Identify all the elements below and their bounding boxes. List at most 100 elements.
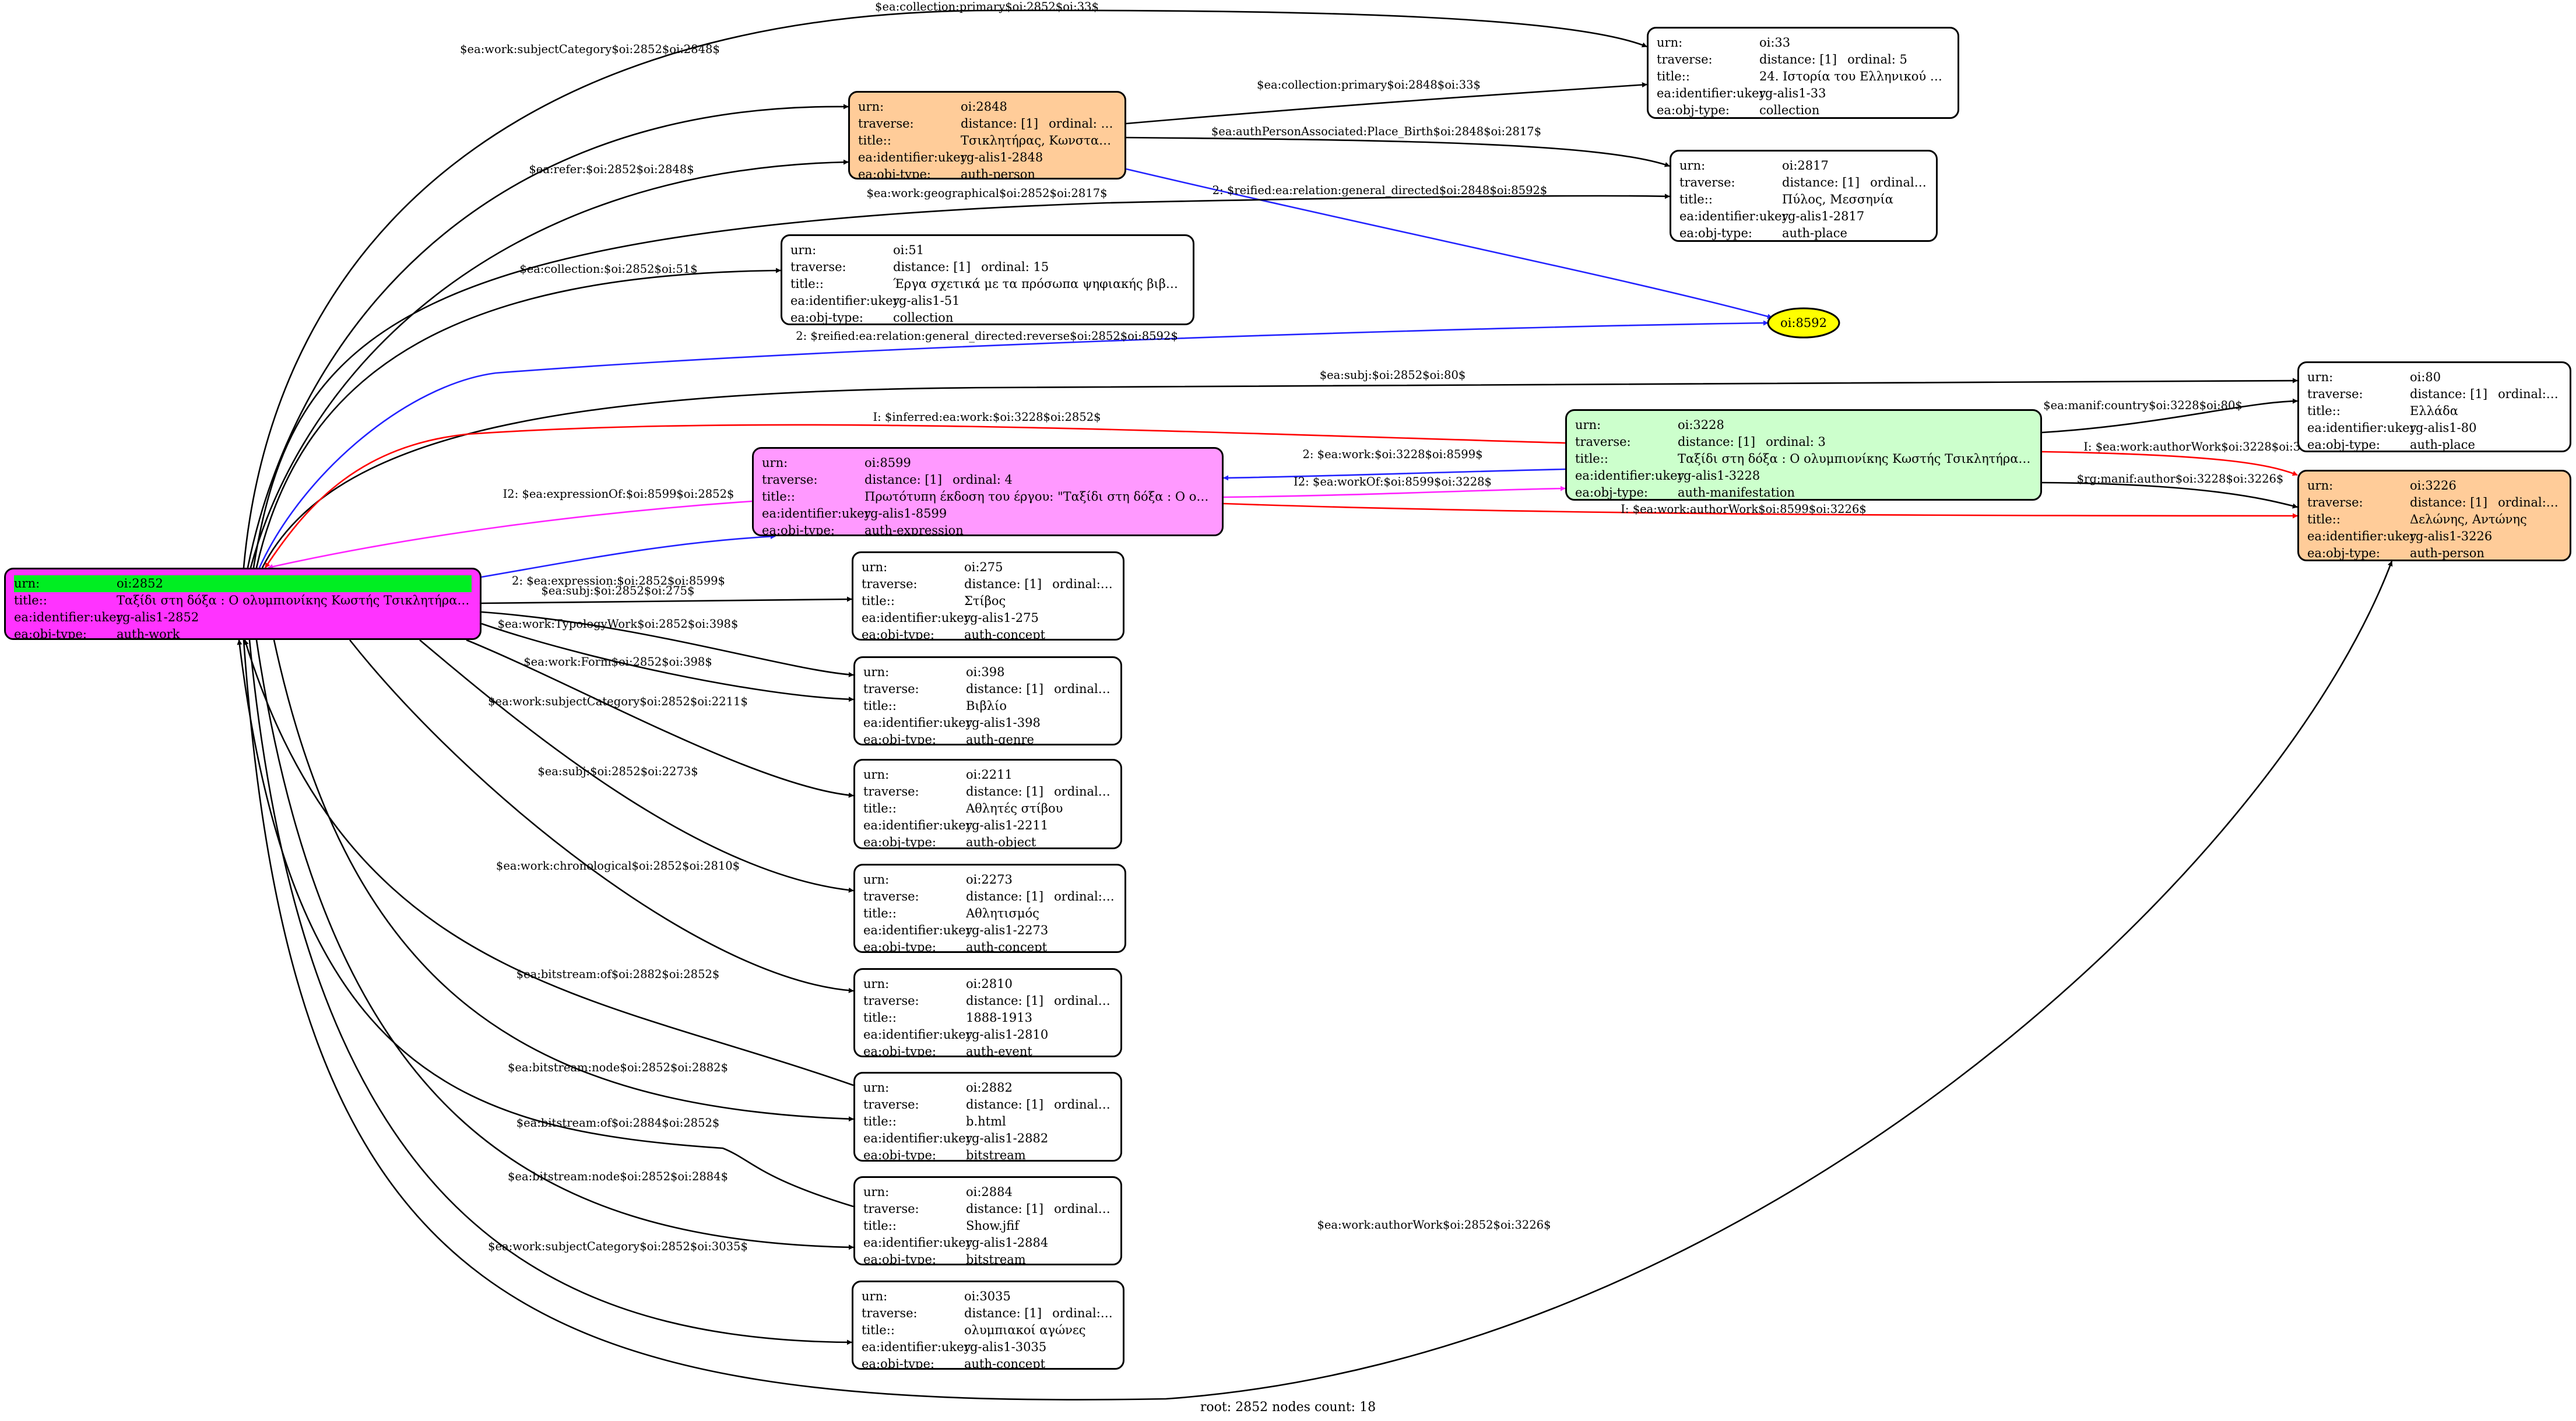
field-value: rg-alis1-2884 [966,1234,1112,1251]
field-key: ea:identifier:ukey [863,716,973,730]
field-value-text: oi:2211 [966,768,1013,782]
field-value: distance: [1]ordinal: 10 [961,115,1116,132]
node-field-row: title::ολυμπιακοί αγώνες [862,1322,1115,1339]
field-value: oi:8599 [864,455,1214,472]
node-field-row: urn:oi:2884 [863,1184,1112,1201]
edge-e31 [243,561,2393,1401]
field-value: 1888-1913 [966,1010,1112,1026]
node-field-row: traverse:distance: [1]ordinal: 2 [863,1201,1112,1218]
field-value: Ελλάδα [2410,403,2561,420]
node-field-row: title::Ελλάδα [2307,403,2561,420]
field-key: ea:identifier:ukey [762,507,871,520]
field-value: bitstream [966,1147,1112,1160]
field-ordinal: ordinal: 16 [2498,495,2561,509]
field-value: rg-alis1-3035 [964,1339,1115,1356]
field-value: collection [893,309,1185,323]
field-value: auth-genre [966,731,1112,744]
field-value: Ταξίδι στη δόξα : Ο ολυμπιονίκης Κωστής … [1678,451,2032,467]
edge-label: $ea:work:authorWork$oi:2852$oi:3226$ [1317,1218,1551,1232]
field-value: auth-expression [864,522,1214,534]
oval-node[interactable]: oi:8592 [1767,307,1840,339]
field-value: distance: [1]ordinal: 12 [966,888,1116,905]
field-value-text: rg-alis1-80 [2410,421,2477,435]
field-value-text: auth-concept [966,940,1048,953]
field-key: ea:obj-type: [790,311,863,325]
field-value: oi:3035 [964,1288,1115,1305]
field-key: traverse: [863,994,919,1008]
field-key: ea:obj-type: [2307,438,2380,452]
field-value-text: Show.jfif [966,1219,1020,1233]
field-ordinal: ordinal: 6 [1054,682,1112,696]
field-ordinal: ordinal: 4 [953,473,1013,487]
field-key: title:: [863,906,897,920]
field-key: ea:obj-type: [863,940,936,953]
field-key: title:: [1575,452,1608,466]
field-key: ea:obj-type: [762,523,835,536]
field-value: oi:2884 [966,1184,1112,1201]
field-value-text: rg-alis1-3035 [964,1340,1047,1354]
node-field-row: ea:obj-type: bitstream [863,1251,1112,1265]
edge-label: $rg:manif:author$oi:3228$oi:3226$ [2077,472,2284,486]
node-field-row: traverse:distance: [1]ordinal: 12 [863,888,1116,905]
field-key: traverse: [862,577,918,591]
edge-e12 [2041,398,2298,434]
field-value-text: auth-manifestation [1678,486,1795,500]
field-value-text: Πύλος, Μεσσηνία [1782,192,1893,206]
edge-label: $ea:work:subjectCategory$oi:2852$oi:2211… [488,695,748,708]
field-value: oi:275 [964,559,1115,576]
node-field-row: title::Αθλητισμός [863,905,1116,922]
field-value-text: Έργα σχετικά με τα πρόσωπα ψηφιακής βιβλ… [893,277,1185,291]
field-value: Βιβλίο [966,698,1112,715]
field-value: b.html [966,1113,1112,1130]
field-key: urn: [1657,36,1683,50]
node-field-row: urn:oi:8599 [762,455,1214,472]
field-key: title:: [863,1011,897,1025]
node-field-row: urn:oi:80 [2307,369,2561,386]
node-field-row: urn:oi:3226 [2307,477,2561,494]
field-key: traverse: [863,1098,919,1112]
edge-e4 [1126,82,1647,125]
field-key: ea:identifier:ukey [2307,421,2417,435]
field-value-text: bitstream [966,1253,1026,1265]
field-value: rg-alis1-2273 [966,922,1116,939]
edge-e17 [268,500,753,569]
edge-label: I2: $ea:workOf:$oi:8599$oi:3228$ [1294,475,1492,488]
field-value: distance: [1]ordinal: 16 [2410,494,2561,511]
field-value: auth-person [2410,545,2561,560]
field-key: ea:obj-type: [858,167,931,180]
node-field-row: ea:obj-type:auth-concept [862,627,1115,639]
node-field-row: title::Show.jfif [863,1218,1112,1234]
field-key: traverse: [2307,387,2363,401]
field-key: ea:obj-type: [863,1253,936,1265]
node-field-row: title::Πρωτότυπη έκδοση του έργου: "Ταξί… [762,488,1214,505]
field-value-text: auth-work [117,627,180,640]
field-key: ea:identifier:ukey [1657,86,1766,100]
field-value: distance: [1]ordinal: 4 [864,472,1214,488]
edge-label: $ea:bitstream:node$oi:2852$oi:2882$ [508,1061,728,1074]
field-value-text: distance: [1] [966,994,1044,1008]
edge-label: I: $ea:work:authorWork$oi:3228$oi:3226$ [2083,440,2329,453]
field-key: title:: [858,133,891,147]
field-value-text: distance: [1] [966,889,1044,903]
